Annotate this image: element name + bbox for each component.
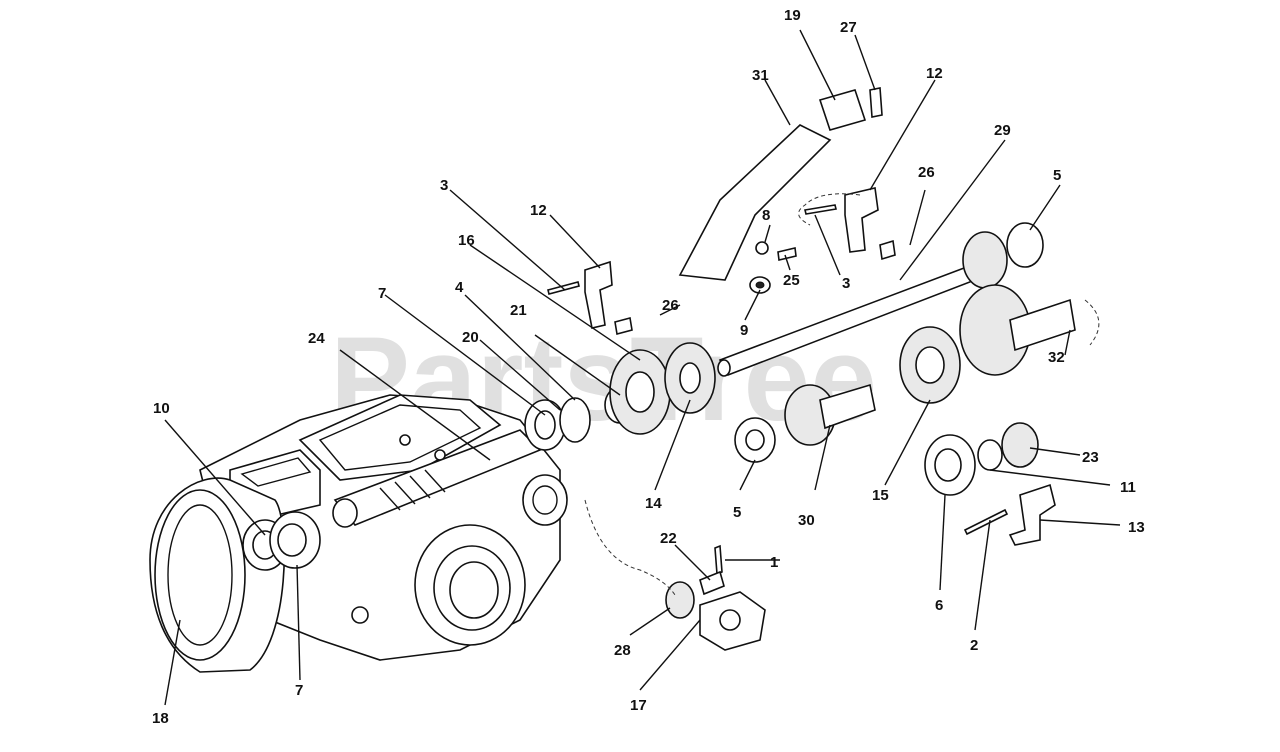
callout-22: 22 [660,530,677,547]
callout-13: 13 [1128,519,1145,536]
seal-20 [559,397,591,443]
callout-30: 30 [798,512,815,529]
callout-27: 27 [840,19,857,36]
callout-8: 8 [762,207,770,224]
callout-1: 1 [770,554,778,571]
gear-23 [977,422,1039,471]
axle-flange [149,477,285,673]
pin-1 [714,544,723,576]
shift-arm-13 [1008,483,1056,546]
gear-32 [959,284,1076,376]
bearing-5-lower [734,417,776,463]
spring-25 [777,247,797,261]
callout-32: 32 [1048,349,1065,366]
shift-fork-12-right [844,187,879,253]
callout-5-upper: 5 [1053,167,1061,184]
callout-9: 9 [740,322,748,339]
callout-7-lower: 7 [295,682,303,699]
plate-housing [522,474,568,526]
callout-14: 14 [645,495,662,512]
gear-30 [784,383,876,446]
callout-20: 20 [462,329,479,346]
callout-26-right: 26 [918,164,935,181]
callout-25: 25 [783,272,800,289]
pin-22 [699,570,725,596]
callout-26-left: 26 [662,297,679,314]
callout-19: 19 [784,7,801,24]
gear-5-upper [962,222,1044,289]
callout-4: 4 [455,279,464,296]
callout-11: 11 [1120,479,1136,496]
washer-9 [749,276,771,294]
callout-5-lower: 5 [733,504,741,521]
callout-17: 17 [630,697,647,714]
callout-18: 18 [152,710,169,727]
callout-3-right: 3 [842,275,850,292]
callout-29: 29 [994,122,1011,139]
leader-lines [164,29,1121,706]
gear-28 [665,581,695,619]
callout-labels: 1 2 3 3 4 5 5 6 7 7 8 9 10 11 12 12 13 1… [152,7,1145,727]
callout-23: 23 [1082,449,1099,466]
shift-fork-12-left [584,260,613,329]
bearing-7-left [269,511,321,569]
bearing-7-right [524,399,566,451]
pin-2 [963,508,1009,536]
shift-lever-31 [678,87,883,281]
callout-12-left: 12 [530,202,547,219]
callout-31: 31 [752,67,769,84]
callout-21: 21 [510,302,527,319]
ball-8 [755,241,769,255]
callout-24: 24 [308,330,325,347]
callout-12-right: 12 [926,65,943,82]
callout-6: 6 [935,597,943,614]
bearing-6 [924,434,976,496]
gear-15 [899,326,961,404]
key-26-left [614,317,633,335]
callout-10: 10 [153,400,170,417]
gear-16 [609,349,671,435]
gear-14 [664,342,716,414]
callout-15: 15 [872,487,889,504]
callout-2: 2 [970,637,978,654]
callout-28: 28 [614,642,631,659]
pin-3-right [804,204,837,215]
cover-17 [699,591,766,651]
callout-3-left: 3 [440,177,448,194]
callout-7-upper: 7 [378,285,386,302]
callout-16: 16 [458,232,475,249]
key-26-right [879,239,896,261]
